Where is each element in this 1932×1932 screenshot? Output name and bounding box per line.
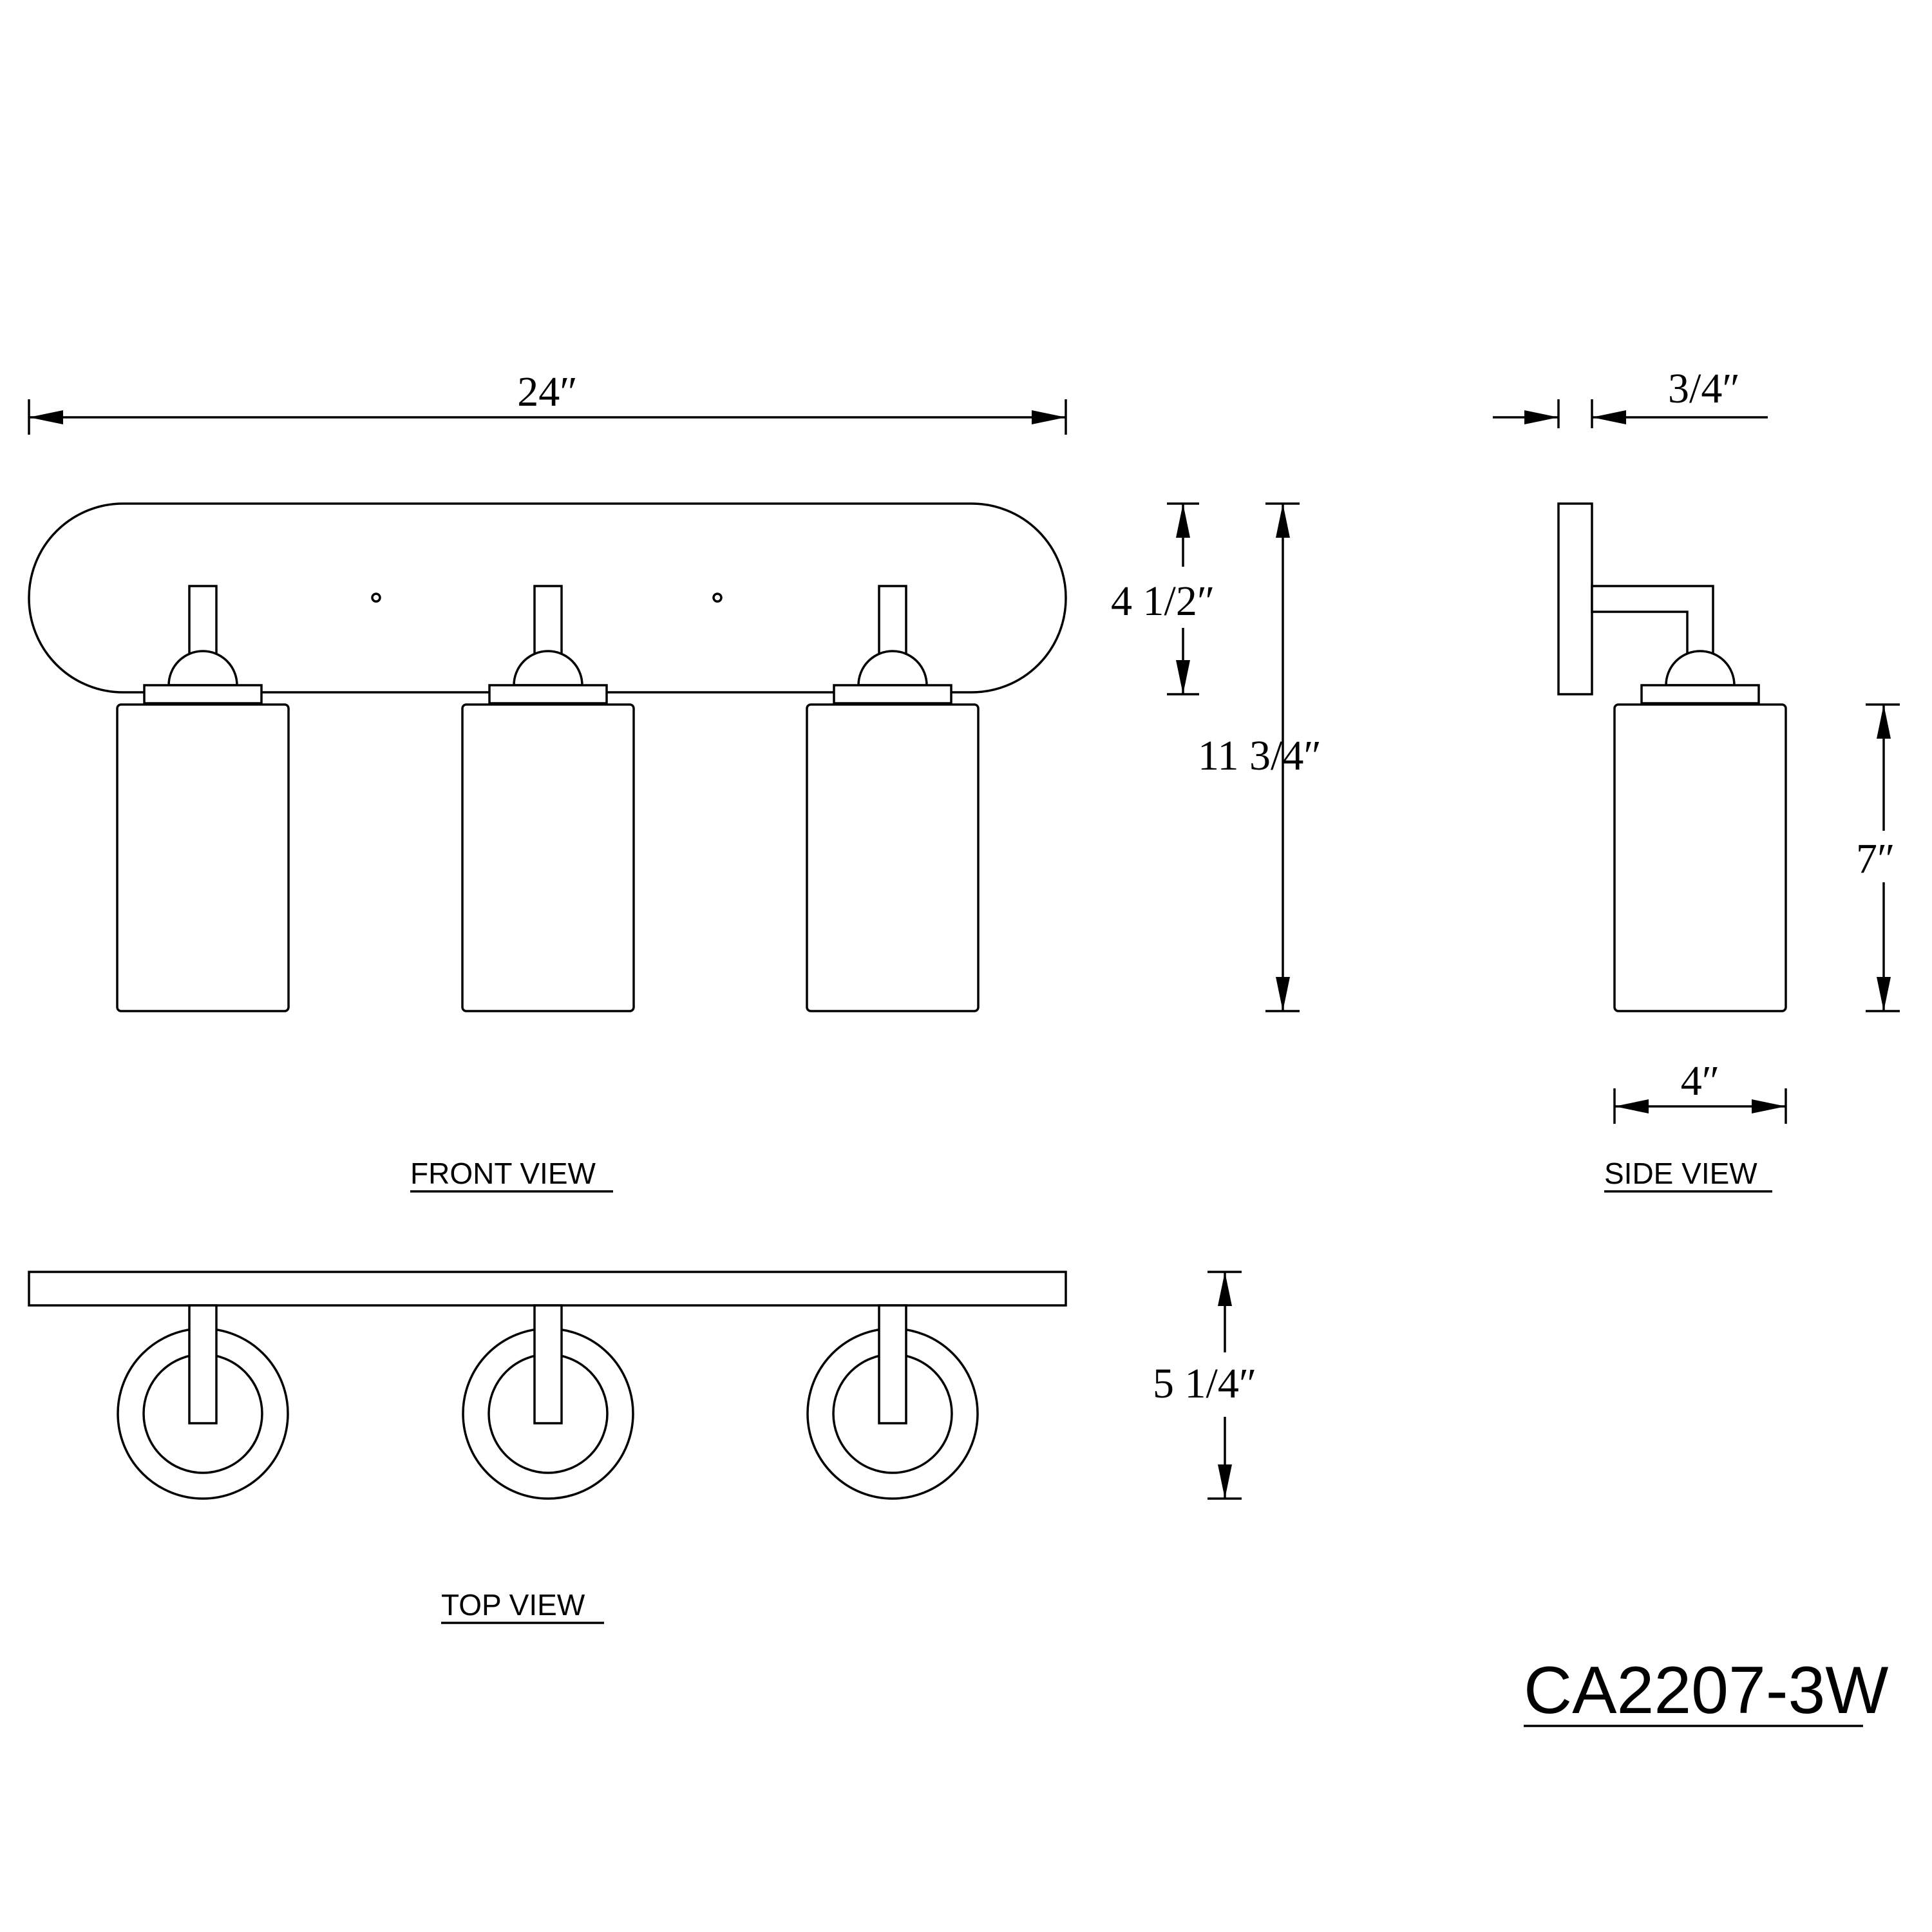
front-light-2 — [461, 585, 635, 1012]
front-light-3 — [806, 585, 980, 1012]
front-arm-2 — [533, 585, 563, 658]
front-shade-1 — [116, 703, 290, 1012]
front-socket-cap-2 — [488, 684, 608, 705]
top-arm-2 — [533, 1304, 563, 1425]
backplate-height-dimension: 4 1/2″ — [1111, 502, 1215, 696]
overall-depth-label: 5 1/4″ — [1153, 1360, 1256, 1407]
top-arm-1 — [188, 1304, 218, 1425]
top-view: 5 1/4″ TOP VIEW — [28, 1271, 1256, 1624]
top-light-1 — [117, 1304, 289, 1500]
side-socket-dome — [1665, 650, 1736, 687]
front-view: 24″ 4 1/2″ 11 3/4″ FRONT VIEW — [28, 368, 1321, 1193]
side-arm — [1591, 585, 1714, 659]
top-view-caption: TOP VIEW — [441, 1588, 585, 1622]
shade-width-dimension: 4″ — [1613, 1057, 1787, 1124]
overall-height-label: 11 3/4″ — [1198, 732, 1321, 779]
model-number: CA2207-3W — [1524, 1653, 1888, 1728]
top-light-3 — [806, 1304, 979, 1500]
front-view-caption: FRONT VIEW — [410, 1157, 596, 1190]
front-socket-dome-1 — [167, 650, 238, 687]
backplate-depth-label: 3/4″ — [1668, 365, 1740, 412]
side-shade — [1613, 703, 1787, 1012]
side-view: 3/4″ 7″ 4″ SIDE VIEW — [1493, 365, 1900, 1193]
mounting-screw-right — [712, 592, 723, 603]
backplate-depth-dimension: 3/4″ — [1493, 365, 1768, 428]
front-shade-2 — [461, 703, 635, 1012]
mounting-screw-left — [371, 592, 381, 603]
overall-depth-dimension: 5 1/4″ — [1153, 1271, 1256, 1500]
side-backplate — [1557, 502, 1593, 696]
front-socket-cap-3 — [833, 684, 952, 705]
overall-width-label: 24″ — [517, 368, 578, 415]
shade-height-dimension: 7″ — [1856, 703, 1900, 1012]
side-socket-cap — [1640, 684, 1760, 705]
front-socket-cap-1 — [143, 684, 263, 705]
front-socket-dome-2 — [513, 650, 583, 687]
backplate-height-label: 4 1/2″ — [1111, 578, 1215, 625]
front-arm-3 — [878, 585, 907, 658]
front-shade-3 — [806, 703, 980, 1012]
overall-width-dimension: 24″ — [28, 368, 1067, 435]
front-arm-1 — [188, 585, 218, 658]
shade-height-label: 7″ — [1856, 835, 1895, 882]
shade-width-label: 4″ — [1681, 1057, 1720, 1104]
side-view-caption: SIDE VIEW — [1604, 1157, 1757, 1190]
overall-height-dimension: 11 3/4″ — [1198, 502, 1321, 1012]
top-backplate — [28, 1271, 1067, 1307]
front-socket-dome-3 — [857, 650, 928, 687]
front-light-1 — [116, 585, 290, 1012]
top-arm-3 — [878, 1304, 907, 1425]
top-light-2 — [462, 1304, 634, 1500]
